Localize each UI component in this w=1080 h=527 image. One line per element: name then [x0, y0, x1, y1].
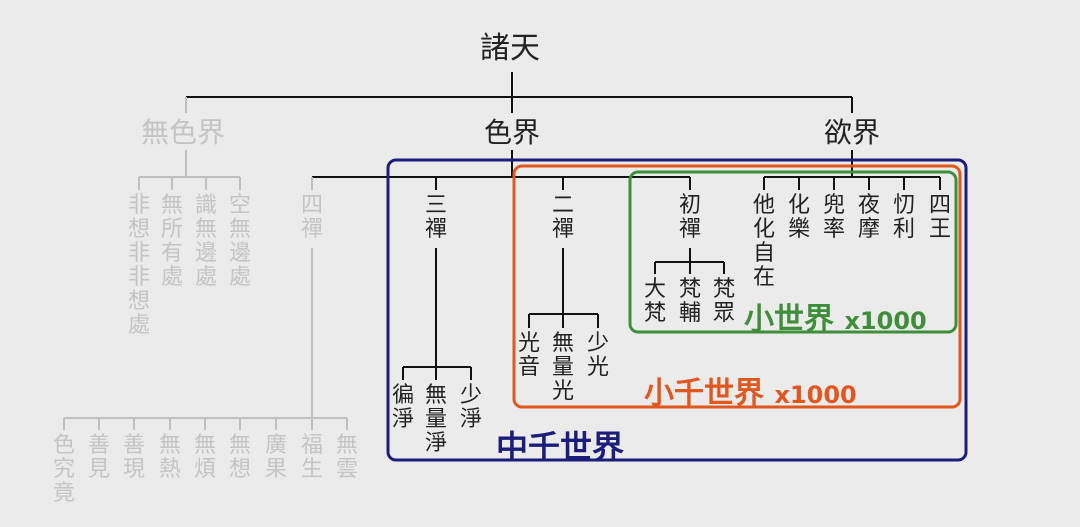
small-world-label: 小世界 x1000 [744, 294, 927, 338]
formless-heaven: 空無邊處 [228, 193, 251, 290]
middle-world-label: 小千世界 x1000 [644, 368, 857, 412]
fourth-dhyana-heaven: 無雲 [335, 433, 358, 482]
fourth-dhyana-heaven: 無想 [228, 433, 251, 482]
third-dhyana-heaven: 少淨 [459, 383, 482, 432]
box-small [628, 170, 958, 334]
formless-heaven: 非想非非想處 [127, 193, 150, 338]
fourth-dhyana-heaven: 無煩 [193, 433, 216, 482]
first-dhyana-node: 初禪 [678, 193, 701, 242]
fourth-dhyana-heaven: 善現 [122, 433, 145, 482]
desire-heaven: 忉利 [892, 193, 915, 242]
box-middle [512, 164, 962, 409]
fourth-dhyana-heaven: 色究竟 [52, 433, 75, 506]
formless-realm-node: 無色界 [141, 116, 226, 149]
third-dhyana-heaven: 無量淨 [424, 383, 447, 456]
form-realm-node: 色界 [484, 116, 541, 149]
small-world-multiplier: x1000 [844, 307, 927, 335]
box-large [386, 158, 968, 462]
third-dhyana-node: 三禪 [424, 193, 447, 242]
large-world-name: 中千世界 [496, 428, 625, 466]
second-dhyana-heaven: 少光 [586, 331, 609, 380]
middle-world-name: 小千世界 [644, 376, 764, 411]
desire-heaven: 四王 [928, 193, 951, 242]
small-world-name: 小世界 [744, 302, 834, 337]
large-world-label: 中千世界 [496, 422, 624, 468]
fourth-dhyana-node: 四禪 [300, 193, 323, 242]
first-dhyana-heaven: 梵眾 [712, 277, 735, 326]
fourth-dhyana-heaven: 無熱 [158, 433, 181, 482]
first-dhyana-heaven: 梵輔 [678, 277, 701, 326]
formless-heaven: 識無邊處 [194, 193, 217, 290]
fourth-dhyana-heaven: 廣果 [264, 433, 287, 482]
middle-world-multiplier: x1000 [774, 381, 857, 409]
desire-realm-node: 欲界 [824, 116, 881, 149]
desire-heaven: 夜摩 [857, 193, 880, 242]
desire-heaven: 兜率 [822, 193, 845, 242]
second-dhyana-heaven: 無量光 [551, 331, 574, 404]
fourth-dhyana-heaven: 善見 [87, 433, 110, 482]
desire-heaven: 他化自在 [752, 193, 775, 290]
desire-heaven: 化樂 [787, 193, 810, 242]
formless-heaven: 無所有處 [160, 193, 183, 290]
third-dhyana-heaven: 徧淨 [391, 383, 414, 432]
second-dhyana-node: 二禪 [551, 193, 574, 242]
fourth-dhyana-heaven: 福生 [300, 433, 323, 482]
second-dhyana-heaven: 光音 [517, 331, 540, 380]
root-node: 諸天 [480, 31, 540, 66]
first-dhyana-heaven: 大梵 [643, 277, 666, 326]
